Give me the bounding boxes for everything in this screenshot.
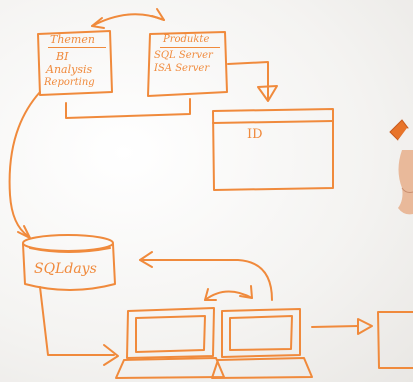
db-body — [22, 243, 116, 291]
left-monitor-keyboard — [115, 357, 225, 379]
db-top-inner — [29, 247, 111, 253]
monitors-to-output-line — [311, 325, 359, 328]
db-to-monitors-line — [39, 286, 115, 356]
right-monitor-keyboard — [211, 357, 313, 379]
themen-to-db-curve — [8, 91, 41, 237]
monitors-to-db-arrowhead — [139, 251, 153, 268]
arrowhead-left — [91, 17, 105, 29]
produkte-item-isa-server: ISA Server — [154, 63, 210, 74]
produkte-title-underline — [160, 47, 220, 48]
output-box-partial — [377, 311, 413, 369]
monitor-link-head-right — [239, 285, 253, 299]
arrowhead-right — [151, 8, 165, 21]
boxes-bracket — [65, 98, 191, 119]
id-box-divider — [212, 120, 334, 124]
right-monitor-frame — [221, 308, 301, 358]
monitor-link-head-left — [204, 288, 217, 301]
id-box-label: ID — [247, 127, 263, 142]
monitors-to-db-line — [139, 259, 273, 301]
produkte-to-id-arrowhead — [257, 85, 278, 102]
themen-box — [37, 30, 113, 96]
monitors-to-output-arrowhead — [357, 318, 373, 335]
themen-item-reporting: Reporting — [44, 77, 95, 88]
left-monitor-frame — [126, 307, 215, 359]
id-box — [212, 108, 334, 191]
produkte-box-title: Produkte — [163, 34, 210, 45]
themen-item-bi: BI — [56, 50, 69, 63]
produkte-box — [147, 31, 228, 97]
database-label: SQLdays — [34, 261, 97, 277]
produkte-item-sql-server: SQL Server — [154, 50, 213, 61]
right-monitor-screen — [229, 315, 293, 351]
themen-box-title: Themen — [50, 33, 95, 46]
themen-title-underline — [48, 47, 106, 48]
presenter-hand — [389, 119, 413, 215]
db-to-monitors-arrowhead — [103, 344, 119, 366]
left-monitor-screen — [135, 315, 206, 353]
monitor-link-arrow — [204, 290, 253, 301]
themen-item-analysis: Analysis — [46, 63, 93, 76]
